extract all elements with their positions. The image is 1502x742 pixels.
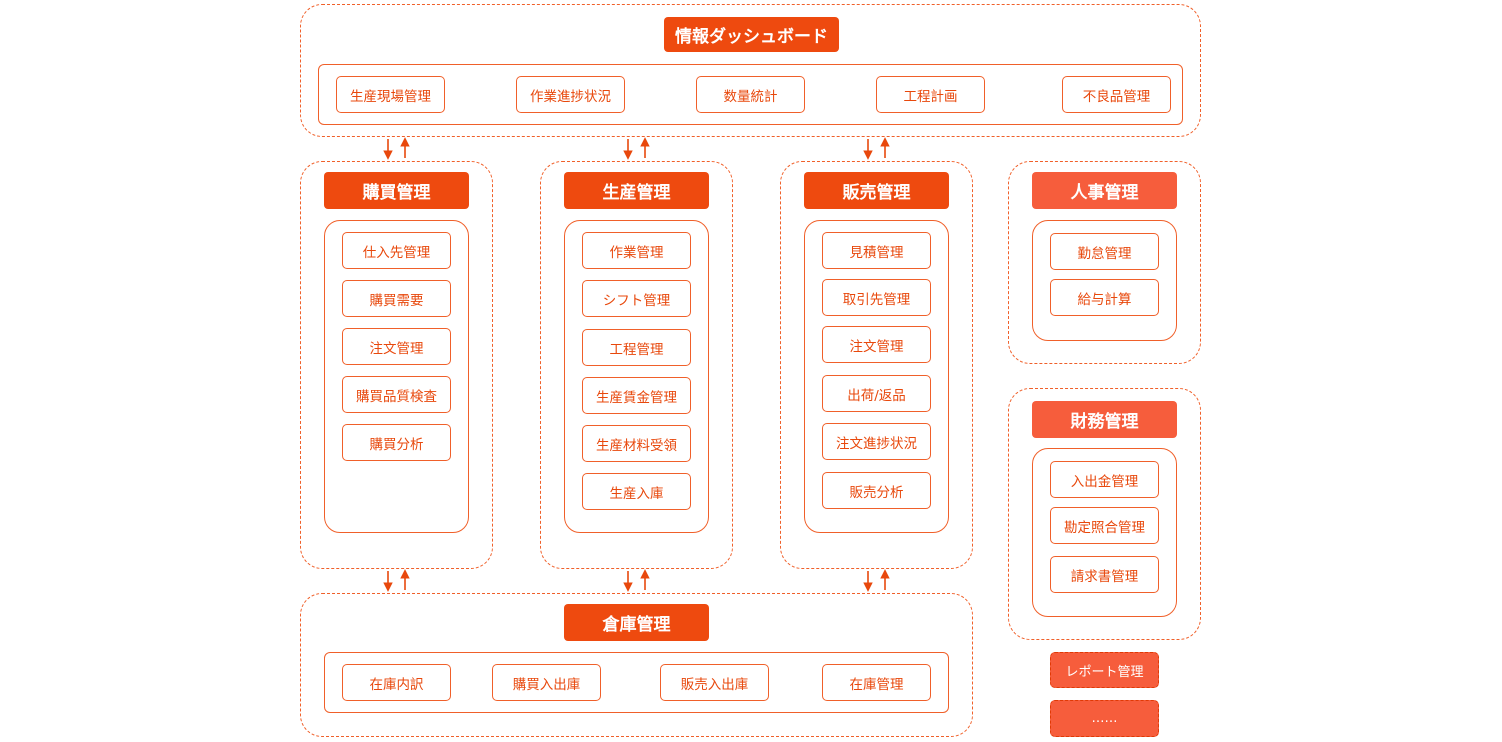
production-item[interactable]: 生産入庫 xyxy=(582,473,691,510)
warehouse-item[interactable]: 在庫内訳 xyxy=(342,664,451,701)
dashboard-item[interactable]: 生産現場管理 xyxy=(336,76,445,113)
hr-item[interactable]: 勤怠管理 xyxy=(1050,233,1159,270)
sales-item[interactable]: 注文進捗状況 xyxy=(822,423,931,460)
purchase-item[interactable]: 注文管理 xyxy=(342,328,451,365)
production-item[interactable]: 工程管理 xyxy=(582,329,691,366)
production-item[interactable]: シフト管理 xyxy=(582,280,691,317)
production-title: 生産管理 xyxy=(564,172,709,209)
dashboard-group xyxy=(300,4,1201,137)
purchase-item[interactable]: 購買分析 xyxy=(342,424,451,461)
warehouse-item[interactable]: 購買入出庫 xyxy=(492,664,601,701)
sales-item[interactable]: 注文管理 xyxy=(822,326,931,363)
finance-group xyxy=(1008,388,1201,640)
finance-item[interactable]: 入出金管理 xyxy=(1050,461,1159,498)
finance-title: 財務管理 xyxy=(1032,401,1177,438)
purchase-item[interactable]: 仕入先管理 xyxy=(342,232,451,269)
sales-item[interactable]: 取引先管理 xyxy=(822,279,931,316)
dashboard-item[interactable]: 不良品管理 xyxy=(1062,76,1171,113)
dashboard-items-panel xyxy=(318,64,1183,125)
warehouse-title: 倉庫管理 xyxy=(564,604,709,641)
more-ellipsis-box[interactable]: …… xyxy=(1050,700,1159,737)
production-item[interactable]: 作業管理 xyxy=(582,232,691,269)
purchase-title: 購買管理 xyxy=(324,172,469,209)
purchase-group xyxy=(300,161,493,569)
hr-item[interactable]: 給与計算 xyxy=(1050,279,1159,316)
sales-item[interactable]: 販売分析 xyxy=(822,472,931,509)
dashboard-item[interactable]: 数量統計 xyxy=(696,76,805,113)
sales-item[interactable]: 見積管理 xyxy=(822,232,931,269)
dashboard-item[interactable]: 作業進捗状況 xyxy=(516,76,625,113)
purchase-item[interactable]: 購買需要 xyxy=(342,280,451,317)
sales-item[interactable]: 出荷/返品 xyxy=(822,375,931,412)
dashboard-title: 情報ダッシュボード xyxy=(664,17,839,52)
hr-group xyxy=(1008,161,1201,364)
purchase-item[interactable]: 購買品質検査 xyxy=(342,376,451,413)
production-item[interactable]: 生産賃金管理 xyxy=(582,377,691,414)
warehouse-item[interactable]: 在庫管理 xyxy=(822,664,931,701)
production-item[interactable]: 生産材料受領 xyxy=(582,425,691,462)
sales-title: 販売管理 xyxy=(804,172,949,209)
finance-item[interactable]: 勘定照合管理 xyxy=(1050,507,1159,544)
report-management-box[interactable]: レポート管理 xyxy=(1050,652,1159,688)
warehouse-item[interactable]: 販売入出庫 xyxy=(660,664,769,701)
sales-group xyxy=(780,161,973,569)
production-group xyxy=(540,161,733,569)
finance-item[interactable]: 請求書管理 xyxy=(1050,556,1159,593)
dashboard-item[interactable]: 工程計画 xyxy=(876,76,985,113)
warehouse-group xyxy=(300,593,973,737)
hr-title: 人事管理 xyxy=(1032,172,1177,209)
